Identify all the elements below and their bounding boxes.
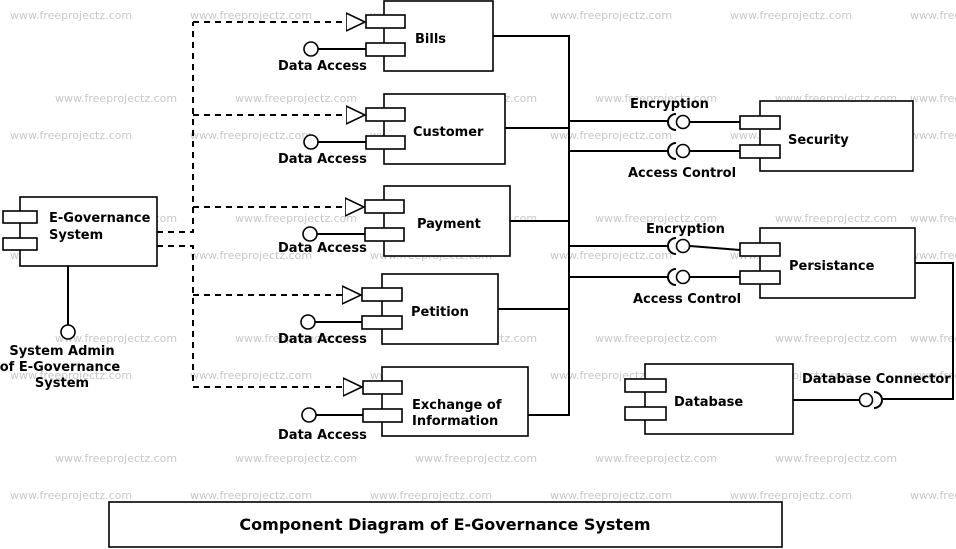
watermark-text: www.freeprojectz.com [10, 129, 132, 142]
database-component: Database Database Connector [624, 363, 951, 435]
database-label: Database [674, 395, 743, 410]
diagram-title: Component Diagram of E-Governance System [239, 515, 650, 534]
persistance-access-control-label: Access Control [633, 292, 741, 307]
watermark-text: www.freeprojectz.com [55, 92, 177, 105]
payment-label: Payment [417, 217, 481, 232]
bills-data-access-label: Data Access [278, 59, 367, 74]
payment-data-access-label: Data Access [278, 241, 367, 256]
watermark-text: www.freeprojectz.com [730, 489, 852, 502]
watermark-text: www.freeprojectz.com [910, 212, 956, 225]
security-component: Security Encryption Access Control [628, 97, 914, 181]
egov-system-label-1: E-Governance [49, 211, 151, 226]
persistance-label: Persistance [789, 259, 875, 274]
system-admin-label-2: of E-Governance [0, 360, 120, 375]
petition-label: Petition [411, 305, 469, 320]
payment-component: Payment Data Access [278, 185, 511, 257]
bills-data-access-lollipop-icon [303, 41, 319, 57]
petition-data-access-lollipop-icon [300, 314, 316, 330]
security-encryption-socket-icon [667, 113, 677, 131]
watermark-text: www.freeprojectz.com [910, 369, 956, 382]
bills-label: Bills [415, 32, 446, 47]
watermark-text: www.freeprojectz.com [55, 452, 177, 465]
system-admin-label-3: System [35, 376, 89, 391]
watermark-text: www.freeprojectz.com [190, 9, 312, 22]
module-bus-lines [493, 35, 668, 416]
watermark-text: www.freeprojectz.com [235, 332, 357, 345]
exchange-label-2: Information [412, 414, 498, 429]
watermark-text: www.freeprojectz.com [595, 212, 717, 225]
watermark-text: www.freeprojectz.com [190, 369, 312, 382]
watermark-text: www.freeprojectz.com [10, 9, 132, 22]
dependency-lines [157, 22, 366, 387]
watermark-text: www.freeprojectz.com [550, 129, 672, 142]
security-access-socket-icon [667, 142, 677, 160]
security-label: Security [788, 133, 849, 148]
persistance-encryption-socket-icon [667, 237, 677, 255]
persistance-encryption-label: Encryption [646, 222, 725, 237]
diagram-title-box: Component Diagram of E-Governance System [108, 501, 783, 548]
watermark-text: www.freeprojectz.com [910, 9, 956, 22]
database-connector-label: Database Connector [802, 372, 951, 387]
watermark-text: www.freeprojectz.com [235, 212, 357, 225]
watermark-text: www.freeprojectz.com [10, 369, 132, 382]
egov-system-component: E-Governance System [2, 196, 158, 267]
watermark-text: www.freeprojectz.com [550, 249, 672, 262]
security-access-control-label: Access Control [628, 166, 736, 181]
watermark-text: www.freeprojectz.com [415, 452, 537, 465]
customer-component: Customer Data Access [278, 93, 506, 167]
watermark-text: www.freeprojectz.com [55, 332, 177, 345]
watermark-text: www.freeprojectz.com [190, 489, 312, 502]
watermark-text: www.freeprojectz.com [190, 249, 312, 262]
petition-component: Petition Data Access [278, 273, 499, 347]
watermark-text: www.freeprojectz.com [235, 92, 357, 105]
watermark-text: www.freeprojectz.com [775, 212, 897, 225]
exchange-label-1: Exchange of [412, 398, 502, 413]
watermark-text: www.freeprojectz.com [10, 489, 132, 502]
watermark-text: www.freeprojectz.com [910, 129, 956, 142]
watermark-text: www.freeprojectz.com [550, 489, 672, 502]
watermark-text: www.freeprojectz.com [910, 332, 956, 345]
database-connector-lollipop-icon [858, 392, 874, 408]
bills-component: Bills Data Access [278, 0, 494, 74]
watermark-text: www.freeprojectz.com [910, 489, 956, 502]
watermark-text: www.freeprojectz.com [550, 9, 672, 22]
watermark-text: www.freeprojectz.com [730, 9, 852, 22]
watermark-text: www.freeprojectz.com [595, 92, 717, 105]
security-encryption-label: Encryption [630, 97, 709, 112]
watermark-text: www.freeprojectz.com [595, 332, 717, 345]
system-admin-label-1: System Admin [9, 344, 114, 359]
exchange-data-access-lollipop-icon [301, 407, 317, 423]
persistance-component: Persistance Encryption Access Control [633, 222, 954, 400]
egov-system-label-2: System [49, 228, 103, 243]
persistance-access-socket-icon [667, 268, 677, 286]
watermark-text: www.freeprojectz.com [775, 452, 897, 465]
customer-data-access-label: Data Access [278, 152, 367, 167]
system-admin-lollipop-icon [60, 324, 76, 340]
watermark-text: www.freeprojectz.com [910, 249, 956, 262]
customer-label: Customer [413, 125, 484, 140]
exchange-information-component: Exchange of Information Data Access [278, 366, 529, 443]
watermark-text: www.freeprojectz.com [235, 452, 357, 465]
customer-data-access-lollipop-icon [303, 134, 319, 150]
watermark-text: www.freeprojectz.com [595, 452, 717, 465]
exchange-data-access-label: Data Access [278, 428, 367, 443]
system-admin-interface: System Admin of E-Governance System [0, 266, 120, 391]
watermark-text: www.freeprojectz.com [190, 129, 312, 142]
database-connector-socket-icon [873, 391, 883, 409]
petition-data-access-label: Data Access [278, 332, 367, 347]
payment-data-access-lollipop-icon [302, 226, 318, 242]
watermark-text: www.freeprojectz.com [775, 332, 897, 345]
watermark-text: www.freeprojectz.com [910, 92, 956, 105]
watermark-text: www.freeprojectz.com [370, 489, 492, 502]
